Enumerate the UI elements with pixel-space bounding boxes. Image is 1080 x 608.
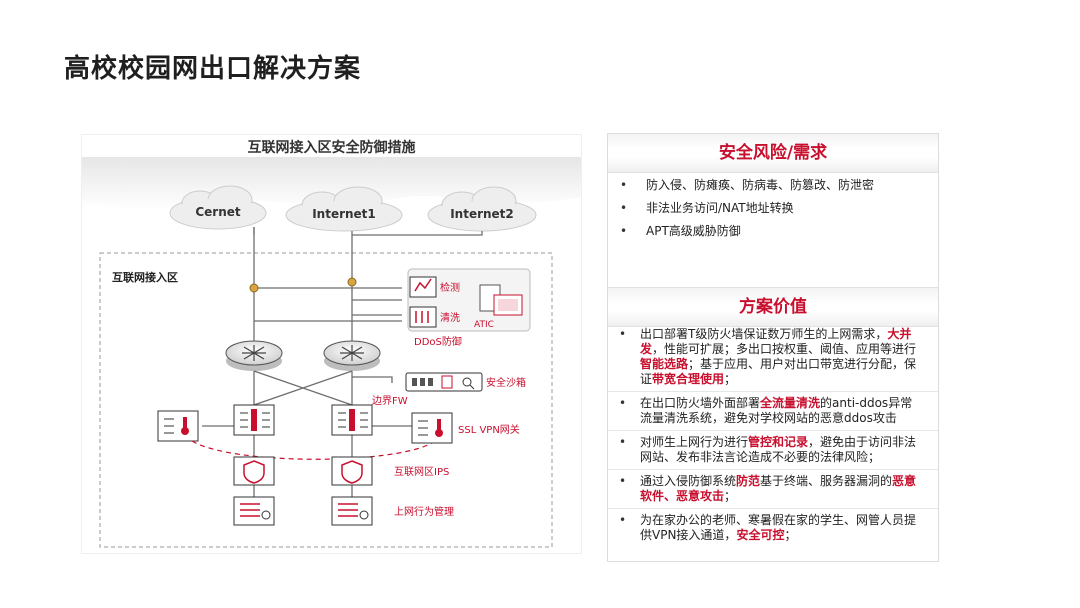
ddos-label: DDoS防御: [414, 335, 462, 348]
value-section-title: 方案价值: [608, 287, 938, 327]
item-text: ；: [724, 489, 737, 503]
ssl-vpn-label: SSL VPN网关: [458, 423, 520, 436]
risk-list: 防入侵、防瘫痪、防病毒、防篡改、防泄密 非法业务访问/NAT地址转换 APT高级…: [608, 174, 938, 243]
risk-section-title: 安全风险/需求: [608, 134, 938, 173]
item-highlight: 智能选路: [640, 357, 689, 371]
value-section: 方案价值 出口部署T级防火墙保证数万师生的上网需求，大并发，性能可扩展；多出口按…: [608, 287, 938, 561]
cloud-label-internet1: Internet1: [312, 207, 376, 221]
clean-device-icon: [409, 306, 437, 328]
atic-label: ATIC: [474, 320, 494, 330]
list-item: 在出口防火墙外面部署全流量清洗的anti-ddos异常流量清洗系统，避免对学校网…: [608, 391, 938, 430]
list-item: 出口部署T级防火墙保证数万师生的上网需求，大并发，性能可扩展；多出口按权重、阈值…: [608, 323, 938, 391]
diagram-title: 互联网接入区安全防御措施: [247, 140, 416, 156]
cloud-label-cernet: Cernet: [195, 205, 241, 219]
vpn-gateway-left-icon: [157, 410, 199, 442]
info-panel: 安全风险/需求 防入侵、防瘫痪、防病毒、防篡改、防泄密 非法业务访问/NAT地址…: [607, 133, 939, 562]
list-item: 非法业务访问/NAT地址转换: [608, 197, 938, 220]
access-zone-border: [99, 252, 553, 548]
page-title: 高校校园网出口解决方案: [64, 54, 362, 84]
item-highlight: 防范: [736, 474, 761, 488]
item-text: 对师生上网行为进行: [640, 435, 749, 449]
behavior-mgmt-right-icon: [331, 496, 373, 526]
firewall-left-icon: [233, 404, 275, 436]
cloud-cernet: [169, 185, 267, 230]
behavior-label: 上网行为管理: [394, 505, 454, 518]
item-highlight: 安全可控: [736, 528, 785, 542]
item-text: 通过入侵防御系统: [640, 474, 737, 488]
ips-left-icon: [233, 456, 275, 486]
ips-right-icon: [331, 456, 373, 486]
zone-label: 互联网接入区: [112, 270, 178, 284]
list-item: 防入侵、防瘫痪、防病毒、防篡改、防泄密: [608, 174, 938, 197]
item-text: ；: [784, 528, 797, 542]
item-text: ，避免由于访问非法网站、发布非法言论造成不必要的法律风险；: [640, 435, 917, 464]
item-text: 出口部署T级防火墙保证数万师生的上网需求，: [640, 327, 888, 341]
ips-label: 互联网区IPS: [394, 466, 449, 478]
list-item: 对师生上网行为进行管控和记录，避免由于访问非法网站、发布非法言论造成不必要的法律…: [608, 430, 938, 469]
detect-label: 检测: [440, 281, 460, 294]
item-text: 在出口防火墙外面部署: [640, 396, 761, 410]
uplink-lines: [253, 227, 483, 347]
item-highlight: 管控和记录: [748, 435, 809, 449]
vpn-tunnel-arc: [191, 440, 433, 460]
link-node: [347, 277, 357, 287]
router-right-icon: [323, 340, 381, 371]
item-text: 为在家办公的老师、寒暑假在家的学生、网管人员提供VPN接入通道，: [640, 513, 917, 542]
item-highlight: 大并发: [640, 327, 912, 356]
firewall-right-icon: [331, 404, 373, 436]
cloud-internet1: [285, 186, 403, 232]
item-highlight: 全流量清洗: [760, 396, 821, 410]
sandbox-device-icon: [405, 372, 483, 392]
item-text: ；基于应用、用户对出口带宽进行分配，保证: [640, 357, 917, 386]
network-diagram: Cernet Internet1 Internet2 互联网接入区: [81, 134, 582, 554]
cloud-internet2: [427, 186, 537, 232]
value-list: 出口部署T级防火墙保证数万师生的上网需求，大并发，性能可扩展；多出口按权重、阈值…: [608, 323, 938, 547]
cloud-label-internet2: Internet2: [450, 207, 514, 221]
list-item: APT高级威胁防御: [608, 220, 938, 243]
clean-label: 清洗: [440, 311, 460, 324]
atic-server-icon: [479, 284, 523, 316]
item-text: ；: [724, 372, 737, 386]
item-text: 基于终端、服务器漏洞的: [760, 474, 893, 488]
diagram-canvas: Cernet Internet1 Internet2 互联网接入区: [82, 157, 581, 548]
behavior-mgmt-left-icon: [233, 496, 275, 526]
link-node: [249, 283, 259, 293]
item-highlight: 恶意软件、恶意攻击: [640, 474, 917, 503]
border-fw-label: 边界FW: [372, 395, 408, 407]
list-item: 为在家办公的老师、寒暑假在家的学生、网管人员提供VPN接入通道，安全可控；: [608, 508, 938, 547]
router-left-icon: [225, 340, 283, 371]
detect-device-icon: [409, 276, 437, 298]
vpn-gateway-right-icon: [411, 412, 453, 444]
sandbox-label: 安全沙箱: [486, 376, 526, 389]
item-text: 的anti-ddos异常流量清洗系统，避免对学校网站的恶意ddos攻击: [640, 396, 913, 425]
core-lines: [202, 370, 412, 497]
item-text: ，性能可扩展；多出口按权重、阈值、应用等进行: [652, 342, 917, 356]
item-highlight: 带宽合理使用: [652, 372, 725, 386]
list-item: 通过入侵防御系统防范基于终端、服务器漏洞的恶意软件、恶意攻击；: [608, 469, 938, 508]
